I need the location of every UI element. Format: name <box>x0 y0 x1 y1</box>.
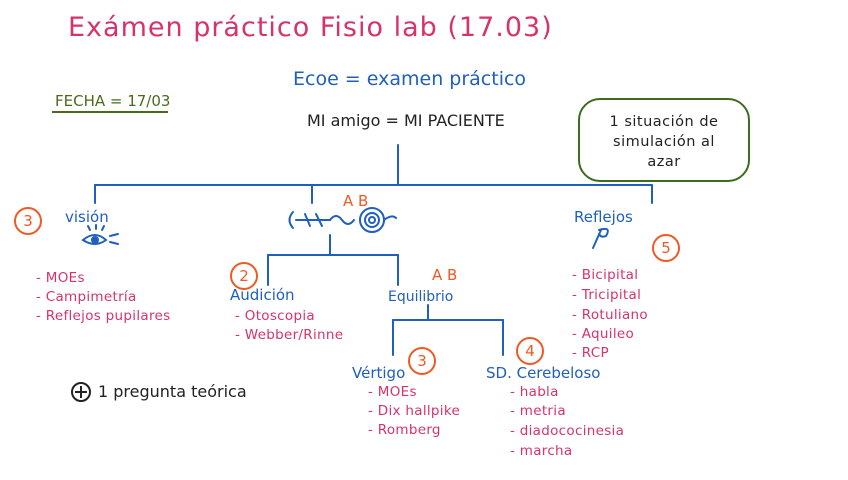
cerebeloso-item-4: - marcha <box>510 443 573 459</box>
extra-question: 1 pregunta teórica <box>98 382 247 401</box>
main-node: MI amigo = MI PACIENTE <box>307 111 505 130</box>
fecha-label: FECHA = 17/03 <box>55 92 171 110</box>
vision-badge: 3 <box>14 207 42 235</box>
vision-item-3: - Reflejos pupilares <box>36 308 171 324</box>
eye-icon <box>81 224 119 245</box>
subtitle: Ecoe = examen práctico <box>293 68 527 90</box>
equilibrio-label: Equilibrio <box>388 289 454 305</box>
reflejos-item-3: - Rotuliano <box>572 307 648 323</box>
audicion-label: Audición <box>230 286 295 304</box>
note-box: 1 situación de simulación al azar <box>578 98 750 182</box>
note-line-1: 1 situación de <box>609 114 719 130</box>
ear-tag: A B <box>343 192 369 210</box>
vertigo-label: Vértigo <box>352 364 406 382</box>
reflejos-item-1: - Bicipital <box>572 267 639 283</box>
vertigo-item-1: - MOEs <box>368 384 417 400</box>
page-title: Exámen práctico Fisio lab (17.03) <box>68 12 553 43</box>
reflejos-item-5: - RCP <box>572 345 609 361</box>
equilibrio-tag: A B <box>432 266 458 284</box>
cerebeloso-badge: 4 <box>516 337 544 365</box>
cerebeloso-item-1: - habla <box>510 384 559 400</box>
note-line-2: simulación al <box>613 134 715 150</box>
cerebeloso-item-3: - diadococinesia <box>510 423 625 439</box>
audicion-item-2: - Webber/Rinne <box>235 327 344 343</box>
reflejos-label: Reflejos <box>574 208 633 226</box>
vision-item-1: - MOEs <box>36 270 85 286</box>
vision-item-2: - Campimetría <box>36 289 137 305</box>
reflex-hammer-icon <box>592 227 609 249</box>
vertigo-item-3: - Romberg <box>368 422 441 438</box>
vertigo-badge: 3 <box>408 347 436 375</box>
vision-label: visión <box>65 208 109 226</box>
cerebeloso-item-2: - metria <box>510 403 566 419</box>
audicion-item-1: - Otoscopia <box>235 308 315 324</box>
reflejos-item-4: - Aquileo <box>572 326 635 342</box>
ear-canal-icon <box>288 207 397 233</box>
plus-circle-icon <box>71 382 91 402</box>
audicion-badge: 2 <box>230 262 258 290</box>
cerebeloso-label: SD. Cerebeloso <box>486 364 601 382</box>
vertigo-item-2: - Dix hallpike <box>368 403 461 419</box>
reflejos-badge: 5 <box>652 234 680 262</box>
note-line-3: azar <box>647 154 681 170</box>
reflejos-item-2: - Tricipital <box>572 287 642 303</box>
